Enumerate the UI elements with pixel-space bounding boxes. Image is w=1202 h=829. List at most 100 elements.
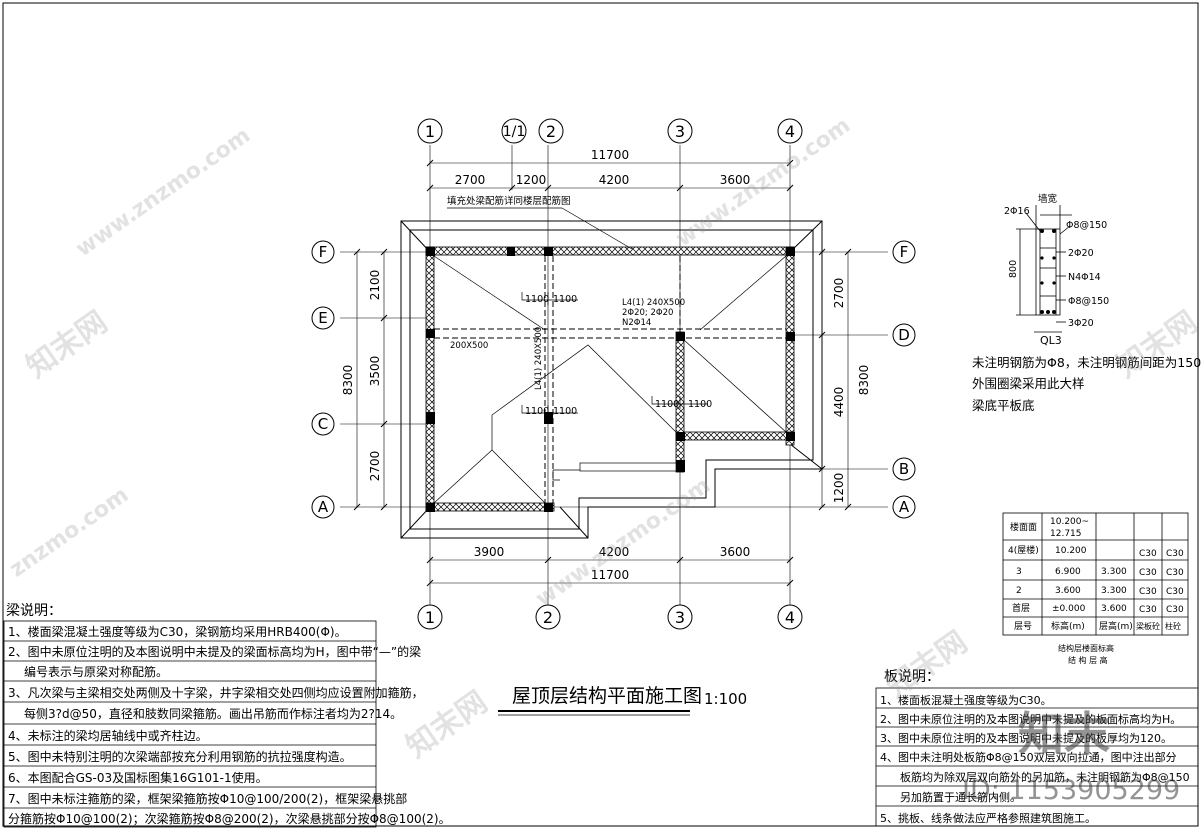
level-table xyxy=(1002,512,1189,636)
axis-top-1-1: 1/1 xyxy=(503,124,526,140)
axis-left-A: A xyxy=(318,498,329,516)
beam-note-3: 编号表示与原梁对称配筋。 xyxy=(24,665,169,679)
lt-r1-c4: C30 xyxy=(1166,549,1184,559)
dim-top-3: 4200 xyxy=(599,173,630,187)
lt-r1-c3: C30 xyxy=(1139,549,1157,559)
roof-outline xyxy=(400,220,823,539)
dim-top-2: 1200 xyxy=(516,173,547,187)
lt-r3-c3: C30 xyxy=(1139,587,1157,597)
dim-top-1: 2700 xyxy=(455,173,486,187)
lt-r4-c2: 3.600 xyxy=(1101,604,1127,614)
detail-bar-2: Φ8@150 xyxy=(1066,220,1107,231)
dim-bottom-3: 3600 xyxy=(720,545,751,559)
haunch-c-left: 1100 xyxy=(655,399,679,410)
lt-r3-c0: 2 xyxy=(1016,586,1022,596)
lt-r3-c1: 3.600 xyxy=(1055,586,1081,596)
lt-r5-c4: 柱砼 xyxy=(1165,621,1181,631)
axis-bubbles-top xyxy=(417,118,803,144)
dimension-ticks xyxy=(353,159,852,587)
dim-right-total: 8300 xyxy=(857,365,871,396)
slab-note-7: 5、挑板、线条做法应严格参照建筑图施工。 xyxy=(880,812,1096,825)
haunch-marks xyxy=(521,292,708,418)
dim-top-4: 3600 xyxy=(720,173,751,187)
slab-note-6: 另加筋置于通长筋内侧。 xyxy=(900,791,1021,804)
dim-right-2: 4400 xyxy=(832,387,846,418)
slab-note-5: 板筋均为除双层双向筋外的另加筋，未注明钢筋为Φ8@150 xyxy=(900,771,1190,784)
beam-note-4: 3、凡次梁与主梁相交处两侧及十字梁，井字梁相交处四侧均应设置附加箍筋， xyxy=(8,686,424,700)
lt-r0-c0: 楼面面 xyxy=(1010,521,1037,533)
axis-right-A: A xyxy=(899,498,910,516)
lt-r2-c0: 3 xyxy=(1016,567,1022,577)
beam-note-10: 分箍筋按Φ10@100(2)；次梁箍筋按Φ8@200(2)，次梁悬挑部分按Φ8@… xyxy=(8,812,451,826)
detail-ql3 xyxy=(1016,205,1072,333)
detail-bar-5: Φ8@150 xyxy=(1068,296,1109,307)
axis-grid xyxy=(340,145,888,605)
axis-bottom-3: 3 xyxy=(675,608,685,627)
beam-notes-heading: 梁说明： xyxy=(6,603,62,619)
beam-note-5: 每侧3?d@50，直径和肢数同梁箍筋。画出吊筋而作标注者均为2?14。 xyxy=(24,707,403,721)
lt-r4-c4: C30 xyxy=(1166,605,1184,615)
axis-top-3: 3 xyxy=(675,122,685,141)
lt-r0-c1a: 10.200~ xyxy=(1050,517,1089,527)
slab-notes-heading: 板说明： xyxy=(884,669,940,685)
axis-right-D: D xyxy=(898,326,910,344)
level-table-text: 楼面面 10.200~ 12.715 4(屋楼) 10.200 C30 C30 … xyxy=(1008,517,1184,632)
haunch-b-left: 1100 xyxy=(525,406,549,417)
beam-note-1: 1、楼面梁混凝土强度等级为C30，梁钢筋均采用HRB400(Φ)。 xyxy=(8,625,347,639)
lt-r5-c0: 层号 xyxy=(1014,621,1032,632)
dim-left-3: 2700 xyxy=(368,451,382,482)
detail-bar-3: 2Φ20 xyxy=(1068,248,1094,259)
beam-l4-line3: N2Φ14 xyxy=(622,318,651,328)
axis-left-C: C xyxy=(318,415,328,433)
beam-200-label: 200X500 xyxy=(450,341,488,351)
slab-note-1: 1、楼面板混凝土强度等级为C30。 xyxy=(880,694,1052,707)
axis-bubbles-right xyxy=(892,240,916,519)
haunch-c-right: 1100 xyxy=(688,399,712,410)
axis-bottom-4: 4 xyxy=(785,608,795,627)
lt-r2-c3: C30 xyxy=(1139,568,1157,578)
lt-caption-2: 结 构 层 高 xyxy=(1068,655,1108,665)
axis-top-4: 4 xyxy=(785,122,795,141)
slab-notes-frame xyxy=(875,687,1199,827)
lt-r5-c3: 梁板砼 xyxy=(1136,621,1160,631)
lt-caption-1: 结构层楼面标高 xyxy=(1058,643,1114,653)
haunch-a-left: 1100 xyxy=(525,294,549,305)
lt-r4-c1: ±0.000 xyxy=(1052,604,1086,614)
beam-l4-line1: L4(1) 240X500 xyxy=(622,298,685,308)
detail-note-2: 外围圈梁采用此大样 xyxy=(972,376,1085,391)
detail-bar-6: 3Φ20 xyxy=(1068,318,1094,329)
beam-note-9: 7、图中未标注箍筋的梁，框架梁箍筋按Φ10@100/200(2)，框架梁悬挑部 xyxy=(8,792,408,806)
dim-bottom-2: 4200 xyxy=(599,545,630,559)
dim-bottom-total: 11700 xyxy=(591,568,629,582)
axis-bubbles-left xyxy=(311,240,335,519)
axis-top-1: 1 xyxy=(425,122,435,141)
detail-bars xyxy=(1040,229,1056,314)
lt-r5-c1: 标高(m) xyxy=(1051,620,1085,632)
beam-notes-frame xyxy=(3,620,377,828)
lt-r2-c4: C30 xyxy=(1166,568,1184,578)
beam-l4-line2: 2Φ20; 2Φ20 xyxy=(622,308,673,318)
axis-bottom-1: 1 xyxy=(425,608,435,627)
detail-note-3: 梁底平板底 xyxy=(972,398,1035,413)
dim-left-1: 2100 xyxy=(368,270,382,301)
lt-r5-c2: 层高(m) xyxy=(1099,620,1133,632)
beam-note-7: 5、图中未特别注明的次梁端部按充分利用钢筋的抗拉强度构造。 xyxy=(8,750,352,764)
drawing-title: 屋顶层结构平面施工图 xyxy=(512,685,702,707)
dim-right-3: 1200 xyxy=(832,473,846,504)
roof-ridges xyxy=(433,255,787,504)
dim-top-total: 11700 xyxy=(591,148,629,162)
lt-r1-c1: 10.200 xyxy=(1055,546,1087,556)
lt-r2-c1: 6.900 xyxy=(1055,567,1081,577)
dim-bottom-1: 3900 xyxy=(474,545,505,559)
beam-note-2: 2、图中未原位注明的及本图说明中未提及的梁面标高均为H，图中带“—”的梁 xyxy=(8,645,422,659)
dashed-beams xyxy=(434,256,786,503)
detail-note-1: 未注明钢筋为Φ8，未注明钢筋间距为150 xyxy=(972,355,1201,370)
slab-note-2: 2、图中未原位注明的及本图说明中未提及的板面标高均为H。 xyxy=(880,713,1182,726)
axis-right-F: F xyxy=(900,243,909,261)
axis-left-E: E xyxy=(318,309,327,327)
columns xyxy=(426,247,795,512)
haunch-a-right: 1100 xyxy=(553,294,577,305)
lt-r1-c0: 4(屋楼) xyxy=(1008,544,1039,556)
axis-bubbles-bottom xyxy=(417,604,803,630)
